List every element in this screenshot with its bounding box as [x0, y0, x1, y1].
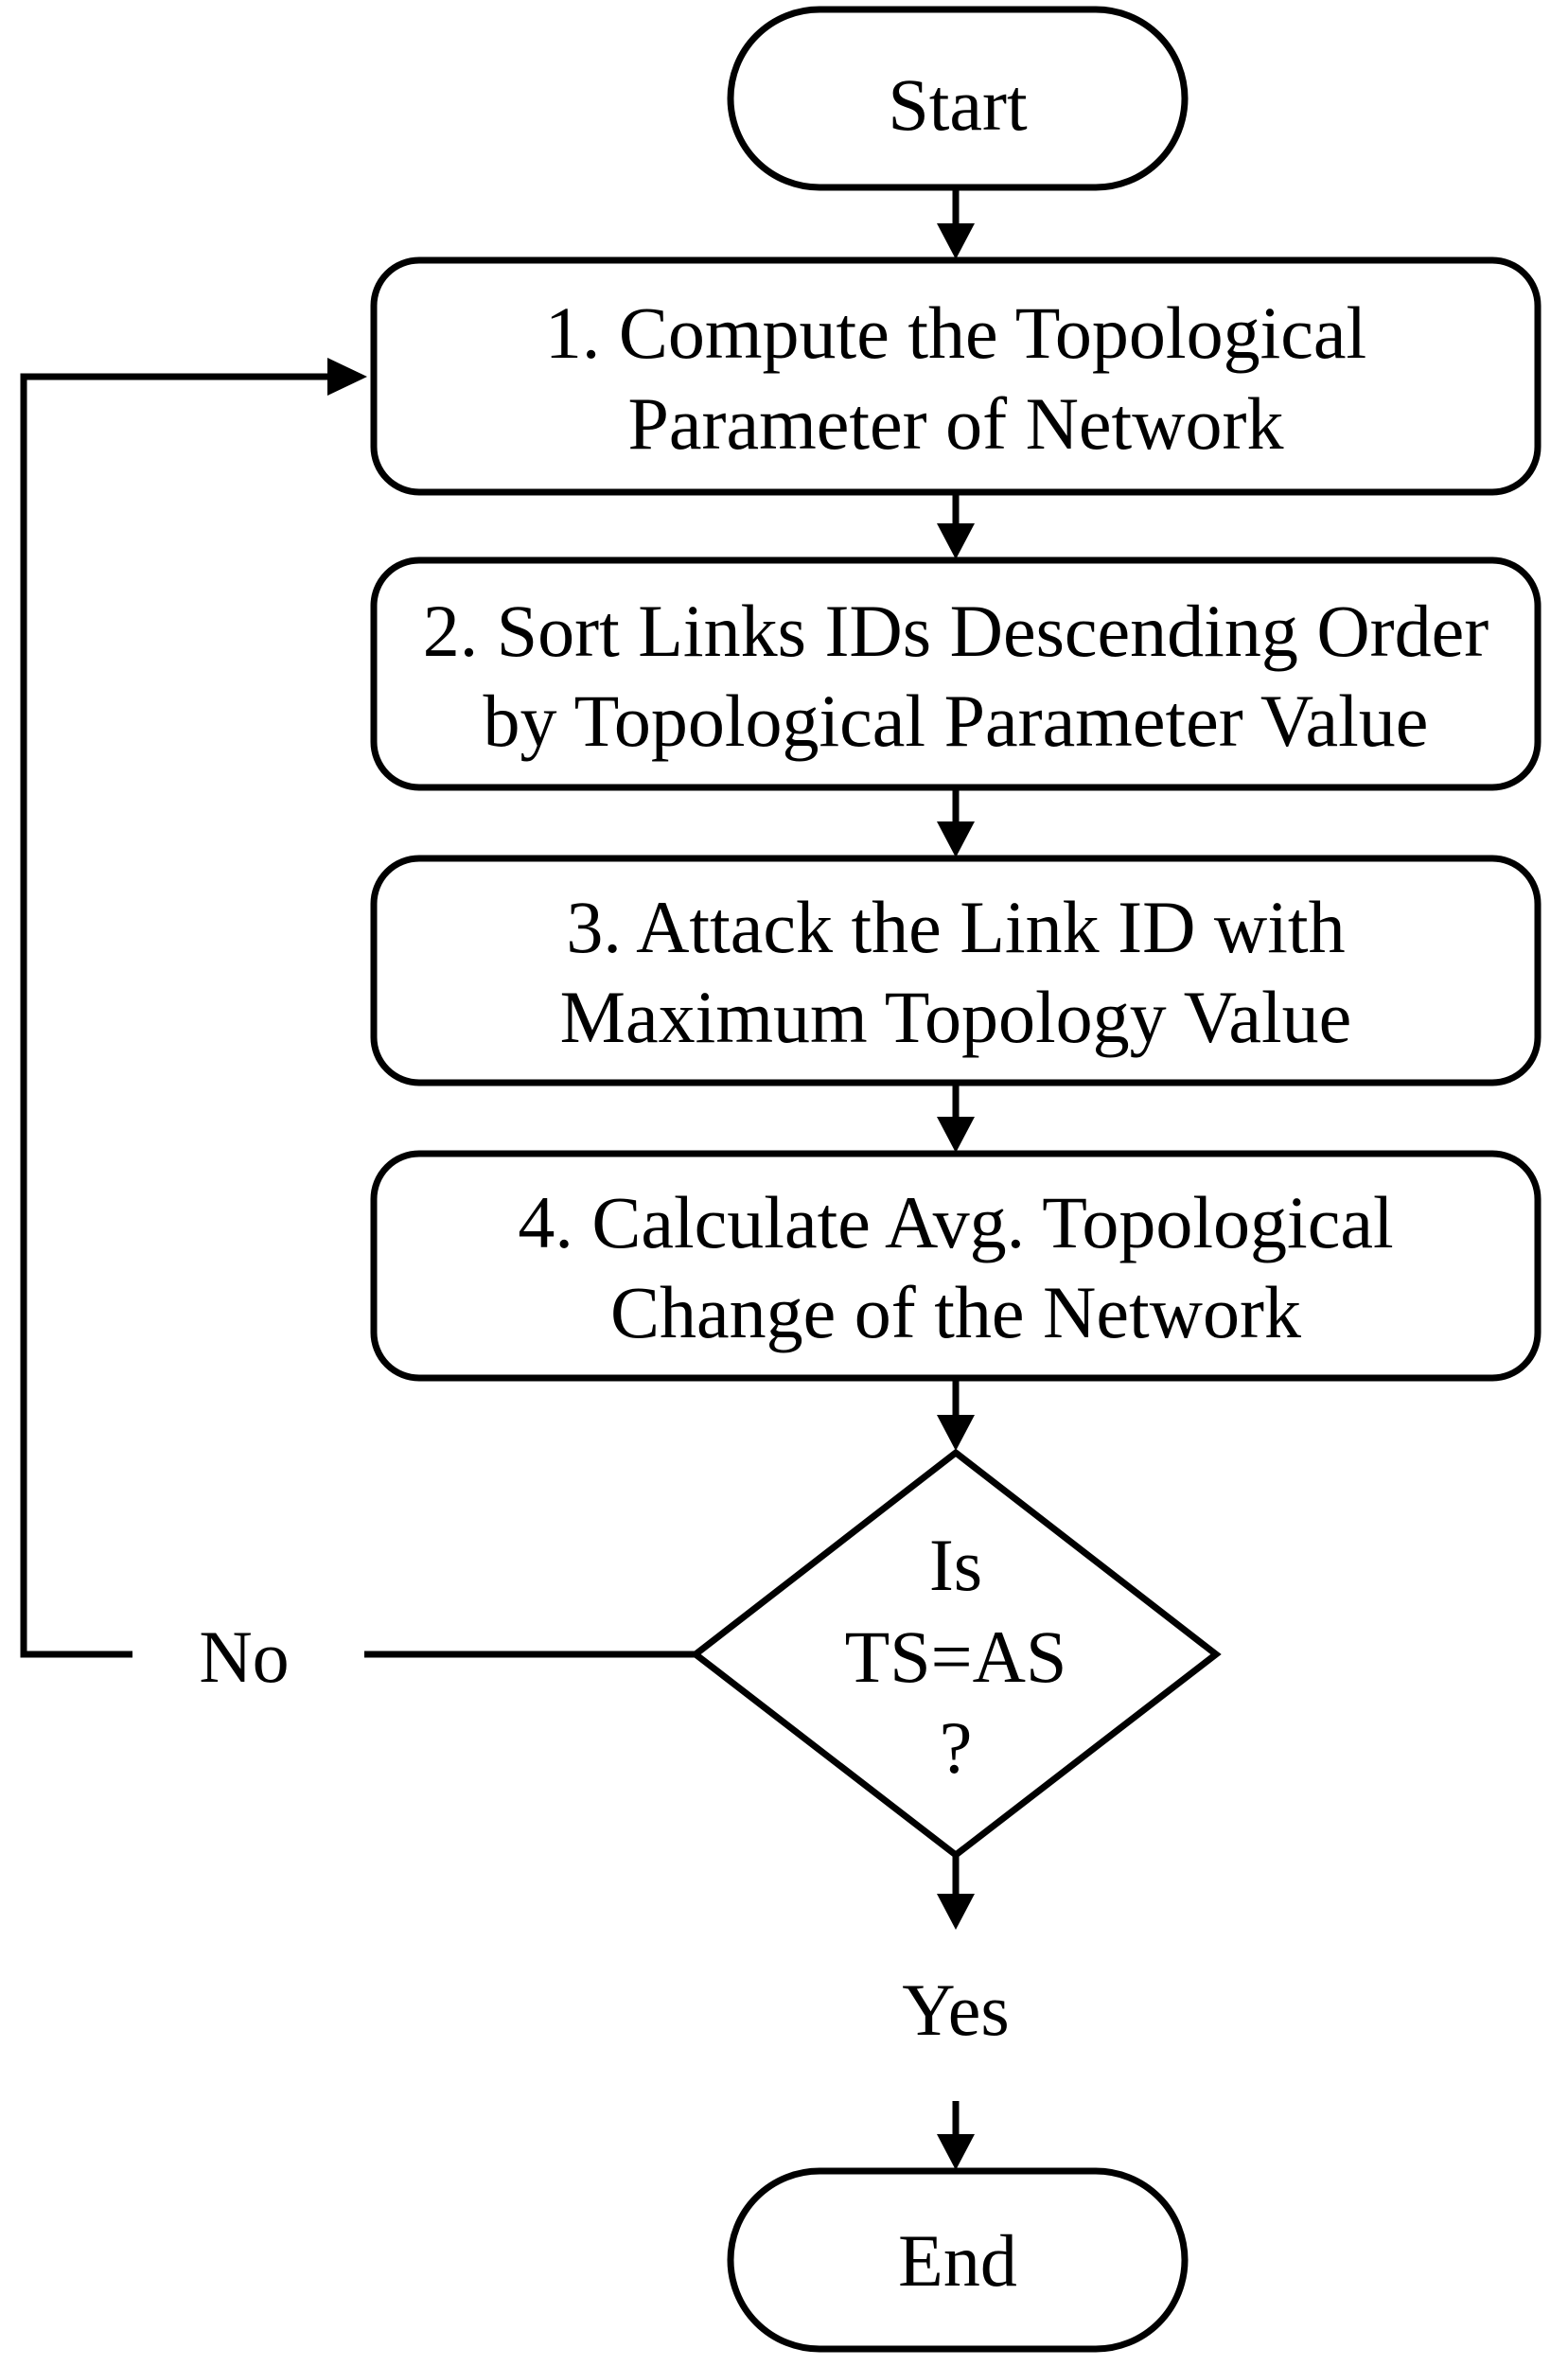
- step-3-line-1: 3. Attack the Link ID with: [566, 886, 1345, 968]
- connector-step3-to-step4: [937, 1083, 975, 1153]
- step-4-line-2: Change of the Network: [610, 1271, 1301, 1353]
- connector-step1-to-step2: [937, 492, 975, 559]
- process-step-3: 3. Attack the Link ID with Maximum Topol…: [370, 855, 1542, 1086]
- step-3-line-2: Maximum Topology Value: [560, 976, 1352, 1058]
- decision-line-2: TS=AS: [845, 1616, 1067, 1698]
- process-step-4: 4. Calculate Avg. Topological Change of …: [370, 1150, 1542, 1382]
- step-2-line-1: 2. Sort Links IDs Descending Order: [423, 590, 1489, 672]
- connector-step2-to-step3: [937, 787, 975, 857]
- connector-decision-no-loop: [20, 358, 696, 1658]
- process-step-1: 1. Compute the Topological Parameter of …: [370, 256, 1542, 496]
- decision-line-1: Is: [929, 1524, 982, 1606]
- yes-branch-label: Yes: [902, 1969, 1010, 2051]
- decision-line-3: ?: [940, 1706, 973, 1789]
- step-1-line-2: Parameter of Network: [627, 382, 1283, 465]
- process-step-2: 2. Sort Links IDs Descending Order by To…: [370, 556, 1542, 791]
- decision-diamond: Is TS=AS ?: [690, 1448, 1222, 1860]
- start-terminator: Start: [727, 6, 1189, 191]
- connector-start-to-step1: [937, 187, 975, 259]
- start-label: Start: [888, 63, 1028, 146]
- no-branch-label: No: [199, 1616, 289, 1698]
- connector-yes-to-end: [937, 2101, 975, 2170]
- connector-decision-yes: [937, 1855, 975, 1930]
- step-4-line-1: 4. Calculate Avg. Topological: [518, 1181, 1393, 1263]
- connector-step4-to-decision: [937, 1378, 975, 1451]
- end-terminator: End: [727, 2167, 1189, 2353]
- end-label: End: [898, 2219, 1017, 2302]
- step-2-line-2: by Topological Parameter Value: [484, 680, 1429, 762]
- step-1-line-1: 1. Compute the Topological: [545, 291, 1366, 374]
